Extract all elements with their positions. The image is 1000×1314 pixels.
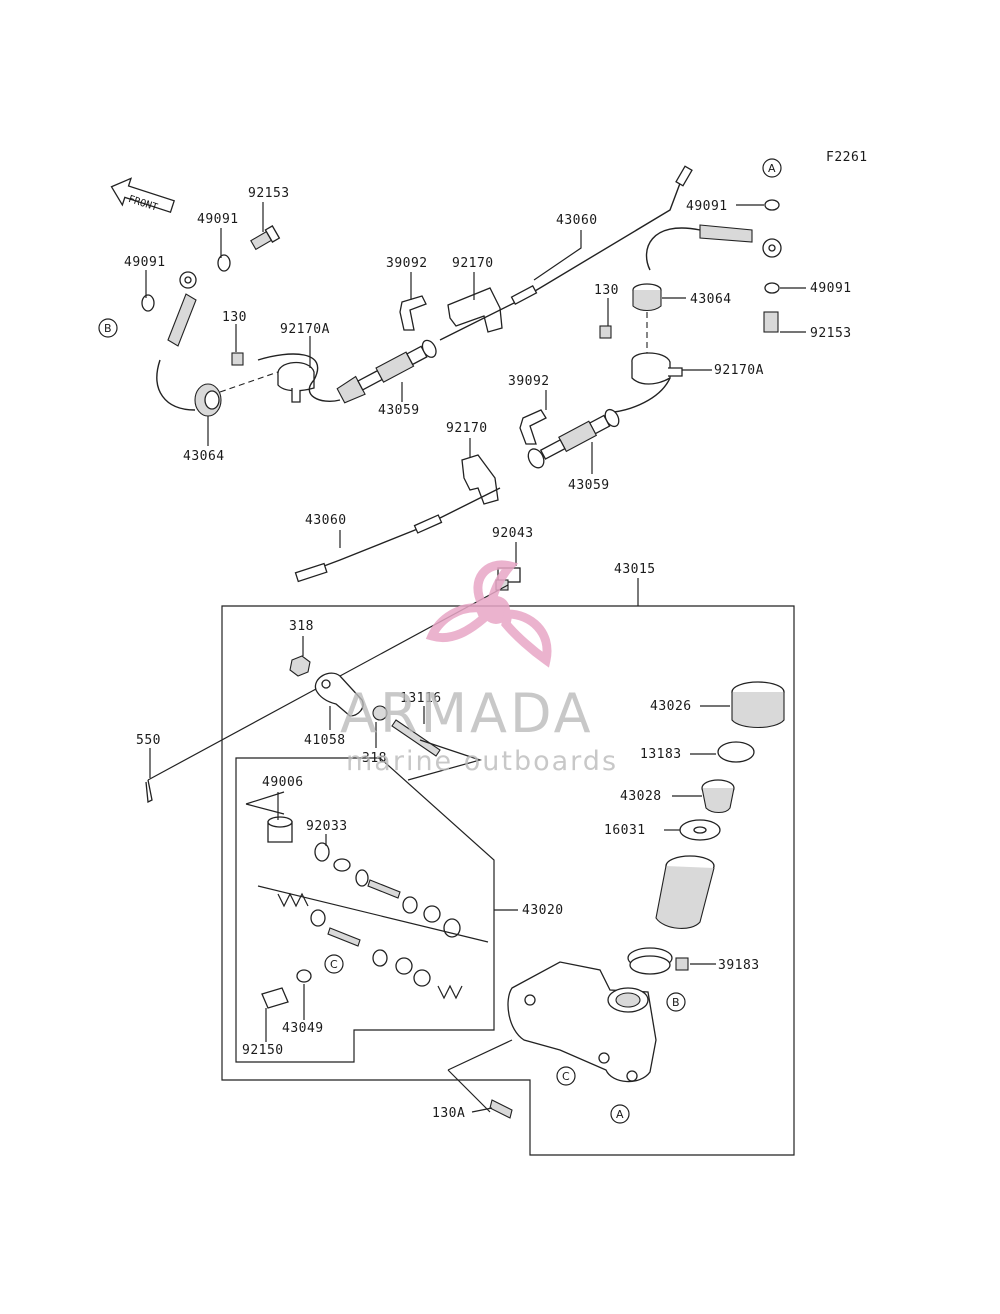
- label-43015: 43015: [614, 562, 656, 577]
- label-318-upper: 318: [289, 619, 314, 634]
- label-318-lower: 318: [362, 751, 387, 766]
- label-39092-right: 39092: [508, 374, 550, 389]
- svg-text:C: C: [562, 1070, 570, 1083]
- label-43064-left: 43064: [183, 449, 225, 464]
- label-92043: 92043: [492, 526, 534, 541]
- front-arrow-icon: FRONT: [110, 177, 176, 214]
- left-cable-assembly: [141, 165, 693, 417]
- svg-text:A: A: [768, 162, 776, 175]
- label-92170a-right: 92170A: [714, 363, 764, 378]
- label-43060-lower: 43060: [305, 513, 347, 528]
- label-49091-left: 49091: [124, 255, 166, 270]
- label-13116: 13116: [400, 691, 442, 706]
- callout-c-bottom: C: [556, 1066, 576, 1086]
- figure-code: F2261: [826, 150, 868, 165]
- label-49006: 49006: [262, 775, 304, 790]
- label-43060-upper: 43060: [556, 213, 598, 228]
- armada-watermark-logo: ARMADA marine outboards: [340, 560, 618, 777]
- callout-a-top: A: [762, 158, 782, 178]
- callout-b-bottom: B: [666, 992, 686, 1012]
- label-130-right: 130: [594, 283, 619, 298]
- label-43028: 43028: [620, 789, 662, 804]
- label-43026: 43026: [650, 699, 692, 714]
- part-labels: 92153 49091 49091 130 92170A 43064 43059…: [124, 186, 852, 1121]
- label-92033: 92033: [306, 819, 348, 834]
- label-92170-lower: 92170: [446, 421, 488, 436]
- svg-text:B: B: [672, 996, 680, 1009]
- label-49091-right: 49091: [810, 281, 852, 296]
- leader-lines: [145, 202, 806, 1113]
- label-16031: 16031: [604, 823, 646, 838]
- label-92150: 92150: [242, 1043, 284, 1058]
- label-43064-right: 43064: [690, 292, 732, 307]
- label-39183: 39183: [718, 958, 760, 973]
- label-130a: 130A: [432, 1106, 465, 1121]
- label-92170-upper: 92170: [452, 256, 494, 271]
- label-49091-right-top: 49091: [686, 199, 728, 214]
- label-130-left: 130: [222, 310, 247, 325]
- label-43059-right: 43059: [568, 478, 610, 493]
- callout-b-left: B: [98, 318, 118, 338]
- master-cylinder-assembly: C B: [145, 567, 795, 1156]
- callout-c-inner: C: [324, 954, 344, 974]
- svg-text:C: C: [330, 958, 338, 971]
- label-92170a-left: 92170A: [280, 322, 330, 337]
- svg-text:B: B: [104, 322, 112, 335]
- label-13183: 13183: [640, 747, 682, 762]
- propeller-logo-icon: [425, 560, 552, 668]
- label-49091-left-upper: 49091: [197, 212, 239, 227]
- svg-text:A: A: [616, 1108, 624, 1121]
- label-550: 550: [136, 733, 161, 748]
- callout-a-bottom: A: [610, 1104, 630, 1124]
- label-39092-left: 39092: [386, 256, 428, 271]
- watermark-title: ARMADA: [340, 682, 594, 745]
- watermark-subtitle: marine outboards: [346, 746, 618, 777]
- label-43059-left: 43059: [378, 403, 420, 418]
- label-92153-left: 92153: [248, 186, 290, 201]
- label-92153-right: 92153: [810, 326, 852, 341]
- label-43049: 43049: [282, 1021, 324, 1036]
- label-43020: 43020: [522, 903, 564, 918]
- label-41058: 41058: [304, 733, 346, 748]
- right-cable-assembly: A: [294, 158, 782, 583]
